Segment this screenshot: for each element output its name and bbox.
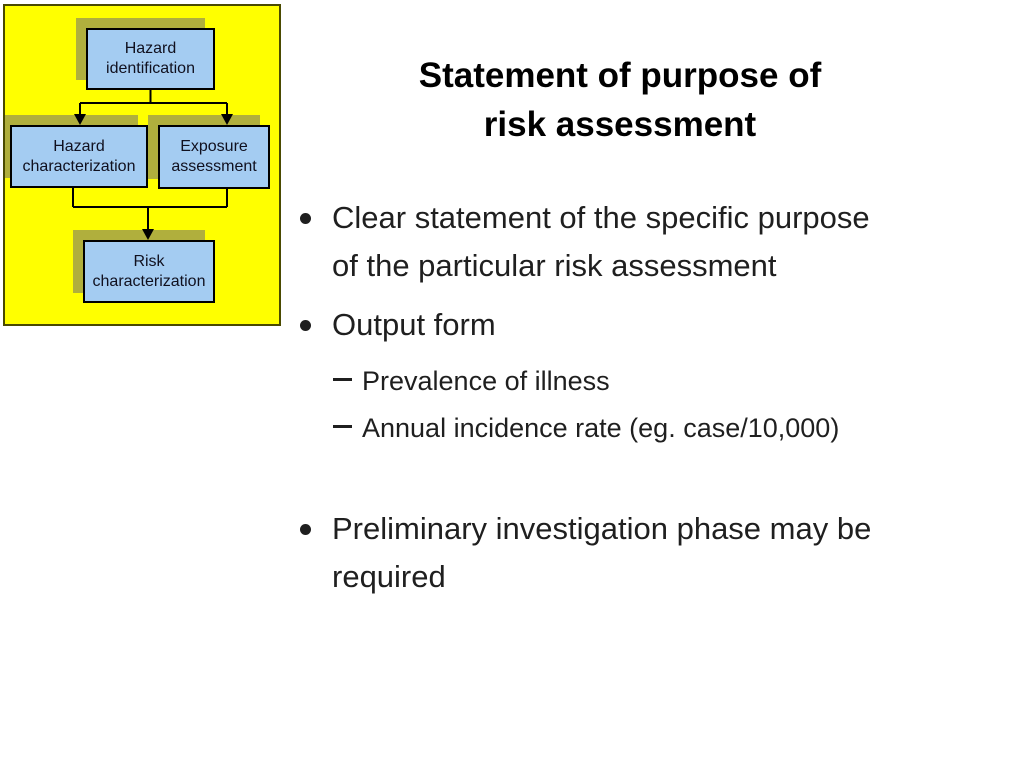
sub-bullet-item: Prevalence of illness [362, 357, 982, 405]
bullet-item: Output form [332, 301, 992, 349]
risk-characterization-box: Risk characterization [83, 240, 215, 303]
title-line: risk assessment [483, 105, 757, 144]
box-label: Risk [133, 252, 165, 270]
sub-bullet-dash-icon [333, 425, 352, 428]
bullet-text: of the particular risk assessment [332, 248, 777, 283]
slide-title: Statement of purpose of risk assessment [260, 51, 980, 149]
sub-bullet-item: Annual incidence rate (eg. case/10,000) [362, 404, 982, 452]
bullet-disc-icon [300, 320, 311, 331]
bullet-item: Preliminary investigation phase may be r… [332, 505, 992, 601]
box-label: characterization [92, 272, 206, 290]
bullet-disc-icon [300, 524, 311, 535]
box-label: assessment [171, 158, 257, 175]
hazard-identification-box: Hazard identification [86, 28, 215, 90]
bullet-text: required [332, 559, 446, 594]
box-label: Hazard [53, 137, 105, 155]
bullet-text: Clear statement of the specific purpose [332, 200, 870, 235]
sub-bullet-dash-icon [333, 378, 352, 381]
exposure-assessment-box: Exposure assessment [158, 125, 270, 189]
bullet-text: Preliminary investigation phase may be [332, 511, 872, 546]
bullet-item: Clear statement of the specific purpose … [332, 194, 992, 290]
bullet-text: Prevalence of illness [362, 366, 610, 396]
title-line: Statement of purpose of [418, 56, 822, 95]
bullet-disc-icon [300, 213, 311, 224]
box-label: Hazard [124, 40, 177, 57]
box-label: Exposure [180, 138, 248, 155]
risk-assessment-diagram: Hazard identification Hazard characteriz… [3, 4, 281, 326]
bullet-text: Output form [332, 307, 496, 342]
box-label: characterization [22, 157, 136, 175]
box-label: identification [106, 60, 195, 77]
hazard-characterization-box: Hazard characterization [10, 125, 148, 188]
bullet-text: Annual incidence rate (eg. case/10,000) [362, 413, 840, 443]
